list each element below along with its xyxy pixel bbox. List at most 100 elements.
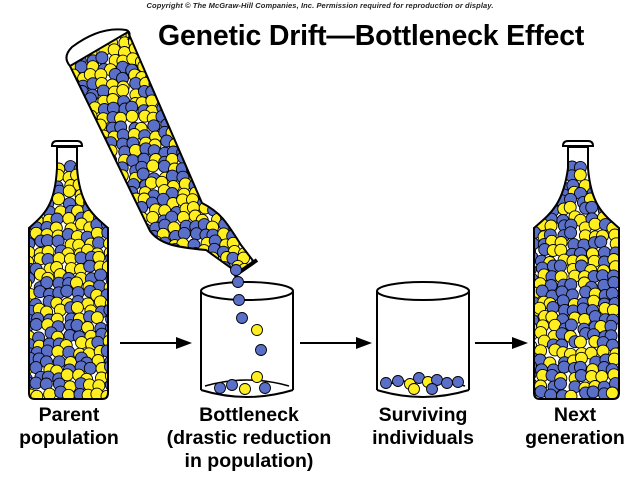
blue-allele-bead — [209, 187, 223, 201]
blue-allele-bead — [135, 247, 149, 261]
yellow-allele-bead — [158, 263, 172, 273]
blue-allele-bead — [241, 180, 254, 194]
blue-allele-bead — [149, 42, 163, 56]
blue-allele-bead — [206, 76, 220, 90]
blue-allele-bead — [177, 61, 191, 75]
yellow-allele-bead — [200, 36, 214, 50]
yellow-allele-bead — [609, 200, 619, 214]
blue-allele-bead — [240, 221, 254, 235]
blue-allele-bead — [62, 345, 76, 359]
blue-allele-bead — [221, 111, 235, 125]
blue-allele-bead — [208, 172, 222, 186]
yellow-allele-bead — [564, 389, 578, 399]
yellow-allele-bead — [95, 195, 109, 209]
yellow-allele-bead — [216, 128, 230, 142]
yellow-allele-bead — [200, 270, 214, 273]
blue-allele-bead — [534, 177, 547, 191]
blue-allele-bead — [96, 152, 110, 166]
blue-allele-bead — [70, 318, 84, 332]
blue-allele-bead — [218, 197, 232, 211]
yellow-allele-bead — [70, 118, 78, 132]
blue-allele-bead — [189, 135, 203, 149]
yellow-allele-bead — [62, 184, 76, 198]
yellow-allele-bead — [52, 192, 65, 206]
yellow-allele-bead — [251, 324, 263, 336]
blue-allele-bead — [127, 237, 141, 251]
yellow-allele-bead — [128, 227, 142, 241]
yellow-allele-bead — [29, 172, 35, 186]
yellow-allele-bead — [247, 228, 254, 242]
blue-allele-bead — [135, 251, 149, 264]
blue-allele-bead — [236, 312, 248, 324]
blue-allele-bead — [251, 185, 254, 199]
blue-allele-bead — [186, 69, 200, 82]
blue-allele-bead — [105, 312, 108, 326]
yellow-allele-bead — [227, 20, 239, 32]
blue-allele-bead — [535, 203, 549, 217]
yellow-allele-bead — [87, 135, 101, 149]
blue-allele-bead — [248, 32, 254, 35]
yellow-allele-bead — [170, 38, 184, 52]
yellow-allele-bead — [31, 169, 44, 182]
blue-allele-bead — [177, 226, 191, 240]
blue-allele-bead — [248, 44, 254, 58]
blue-allele-bead — [57, 96, 69, 108]
blue-allele-bead — [29, 203, 36, 217]
blue-allele-bead — [189, 264, 203, 273]
blue-allele-bead — [199, 32, 213, 40]
blue-allele-bead — [106, 245, 120, 259]
blue-allele-bead — [70, 38, 71, 52]
blue-allele-bead — [607, 184, 619, 198]
yellow-allele-bead — [188, 61, 202, 75]
blue-allele-bead — [186, 152, 200, 166]
yellow-allele-bead — [107, 214, 121, 228]
yellow-allele-bead — [239, 79, 253, 93]
arrow-right-icon — [475, 337, 528, 349]
blue-allele-bead — [228, 52, 242, 66]
yellow-allele-bead — [165, 96, 179, 110]
blue-allele-bead — [105, 251, 108, 265]
parent-population-bottle — [28, 140, 109, 400]
label-surviving-individuals: Surviving individuals — [350, 404, 496, 450]
yellow-allele-bead — [230, 186, 244, 200]
blue-allele-bead — [217, 186, 231, 200]
blue-allele-bead — [106, 195, 120, 209]
blue-allele-bead — [594, 235, 608, 249]
yellow-allele-bead — [200, 96, 213, 110]
blue-allele-bead — [233, 294, 245, 306]
yellow-allele-bead — [177, 102, 191, 116]
yellow-allele-bead — [199, 130, 213, 144]
blue-allele-bead — [220, 71, 233, 85]
yellow-allele-bead — [108, 260, 122, 273]
yellow-allele-bead — [105, 162, 108, 176]
blue-allele-bead — [187, 94, 200, 108]
blue-allele-bead — [229, 204, 243, 218]
blue-allele-bead — [186, 32, 200, 35]
blue-allele-bead — [237, 209, 251, 223]
blue-allele-bead — [426, 383, 438, 395]
blue-allele-bead — [226, 379, 238, 391]
blue-allele-bead — [199, 53, 213, 67]
yellow-allele-bead — [229, 120, 243, 133]
blue-allele-bead — [380, 377, 392, 389]
blue-allele-bead — [88, 188, 101, 202]
blue-allele-bead — [218, 151, 232, 165]
blue-allele-bead — [238, 118, 251, 132]
blue-allele-bead — [115, 228, 129, 242]
blue-allele-bead — [534, 313, 540, 327]
yellow-allele-bead — [247, 36, 254, 50]
yellow-allele-bead — [146, 54, 160, 68]
yellow-allele-bead — [54, 27, 66, 39]
blue-allele-bead — [84, 130, 98, 144]
yellow-allele-bead — [180, 84, 194, 98]
yellow-allele-bead — [159, 61, 173, 75]
blue-allele-bead — [116, 203, 130, 217]
blue-allele-bead — [168, 105, 182, 119]
blue-allele-bead — [588, 163, 602, 177]
yellow-allele-bead — [169, 42, 183, 56]
yellow-allele-bead — [210, 135, 224, 149]
yellow-allele-bead — [239, 383, 251, 395]
yellow-allele-bead — [101, 260, 108, 274]
yellow-allele-bead — [199, 264, 213, 273]
blue-allele-bead — [249, 76, 254, 90]
